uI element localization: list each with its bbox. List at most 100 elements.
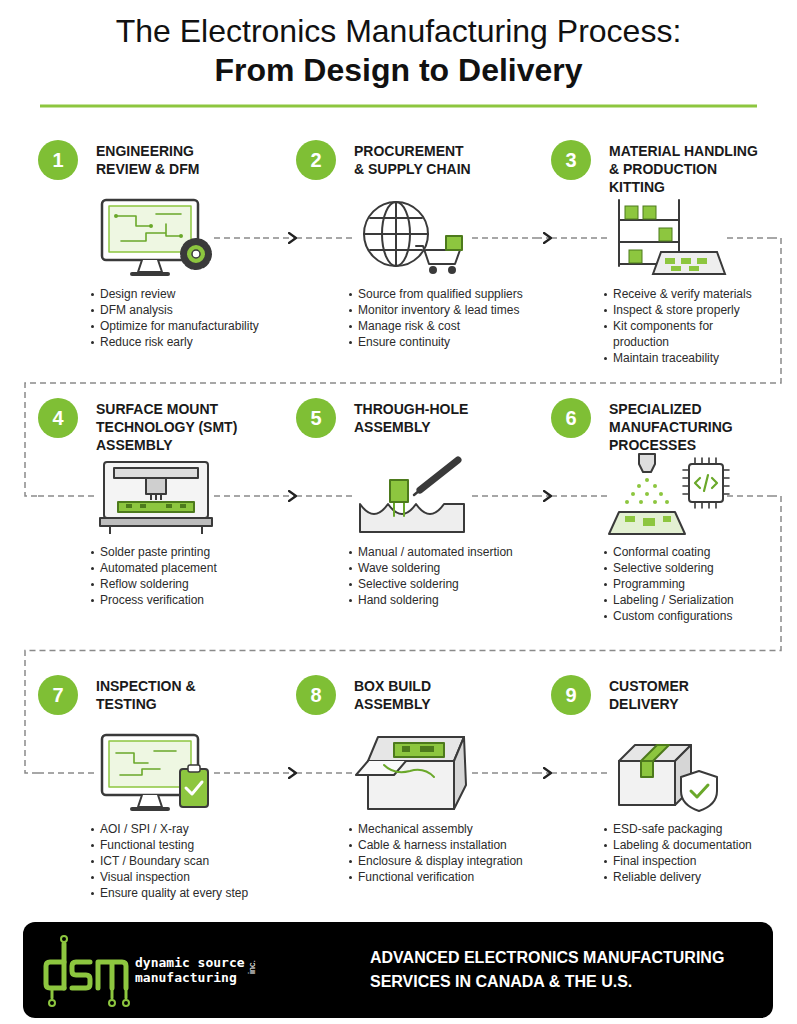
- step-bullet: Visual inspection: [100, 869, 263, 885]
- step-bullet: ESD-safe packaging: [613, 821, 771, 837]
- step-heading: SURFACE MOUNT TECHNOLOGY (SMT) ASSEMBLY: [96, 398, 246, 454]
- step-heading: PROCUREMENT & SUPPLY CHAIN: [354, 140, 476, 196]
- step-bullet: Reliable delivery: [613, 869, 771, 885]
- flow-connector: [536, 772, 551, 774]
- bullet-list: AOI / SPI / X-rayFunctional testingICT /…: [38, 821, 263, 903]
- connector-stub: [472, 772, 536, 774]
- process-step: 7 INSPECTION & TESTING AOI / SPI / X-rayFu…: [38, 675, 263, 903]
- step-bullet: Functional verification: [358, 869, 536, 885]
- step-bullet: Design review: [100, 286, 263, 302]
- globe-cart-icon: [364, 202, 462, 273]
- bullet-list: Manual / automated insertionWave solderi…: [296, 544, 536, 610]
- step-bullet: Conformal coating: [613, 544, 771, 560]
- bullet-list: Conformal coatingSelective solderingProg…: [551, 544, 771, 626]
- banner-tagline: ADVANCED ELECTRONICS MANUFACTURING SERVI…: [370, 946, 755, 994]
- step-bullet: Reflow soldering: [100, 576, 263, 592]
- step-bullet: Labeling & documentation: [613, 837, 771, 853]
- step-bullet: Ensure continuity: [358, 334, 536, 350]
- bullet-list: Mechanical assemblyCable & harness insta…: [296, 821, 536, 887]
- connector-stub: [472, 237, 536, 239]
- page-title: The Electronics Manufacturing Process:: [0, 12, 797, 50]
- step-bullet: Hand soldering: [358, 592, 536, 608]
- step-bullet: Automated placement: [100, 560, 263, 576]
- title-rule: [40, 105, 757, 108]
- flow-connector: [25, 238, 781, 496]
- step-bullet: DFM analysis: [100, 302, 263, 318]
- connector-stub: [551, 237, 607, 239]
- footer-banner: dynamic source manufacturinginc.ADVANCED…: [23, 922, 773, 1018]
- step-bullet: Custom configurations: [613, 608, 771, 624]
- flow-connector: [263, 237, 296, 239]
- step-bullet: Wave soldering: [358, 560, 536, 576]
- delivery-package-icon: [619, 745, 717, 811]
- process-step: 5THROUGH-HOLE ASSEMBLYManual / automated…: [296, 398, 536, 610]
- step-heading: BOX BUILD ASSEMBLY: [354, 675, 484, 731]
- bullet-list: Design reviewDFM analysisOptimize for ma…: [38, 286, 263, 352]
- process-step: 9 CUSTOMER DELIVERY ESD-safe packagingLabe…: [551, 675, 771, 887]
- step-bullet: Manage risk & cost: [358, 318, 536, 334]
- step-bullet: Source from qualified suppliers: [358, 286, 536, 302]
- step-bullet: Cable & harness installation: [358, 837, 536, 853]
- step-heading: CUSTOMER DELIVERY: [609, 675, 729, 731]
- step-bullet: Reduce risk early: [100, 334, 263, 350]
- step-heading: SPECIALIZED MANUFACTURING PROCESSES: [609, 398, 767, 454]
- coating-programming-icon: [609, 454, 729, 534]
- step-number: 9: [551, 675, 591, 715]
- logo-wordmark: dynamic source manufacturing: [135, 955, 253, 985]
- step-bullet: Selective soldering: [613, 560, 771, 576]
- bullet-list: Receive & verify materialsInspect & stor…: [551, 286, 771, 368]
- smt-machine-icon: [100, 462, 212, 534]
- connector-stub: [296, 772, 352, 774]
- connector-stub: [551, 495, 607, 497]
- connector-stub: [472, 495, 536, 497]
- step-bullet: Optimize for manufacturability: [100, 318, 263, 334]
- process-step: 8BOX BUILD ASSEMBLYMechanical assemblyCa…: [296, 675, 536, 887]
- step-heading: THROUGH-HOLE ASSEMBLY: [354, 398, 494, 454]
- connector-stub: [727, 495, 771, 497]
- step-bullet: Selective soldering: [358, 576, 536, 592]
- connector-stub: [551, 772, 607, 774]
- step-heading: ENGINEERING REVIEW & DFM: [96, 140, 226, 196]
- flow-connector: [263, 772, 296, 774]
- step-number: 2: [296, 140, 336, 180]
- step-bullet: Solder paste printing: [100, 544, 263, 560]
- bullet-list: ESD-safe packagingLabeling & documentati…: [551, 821, 771, 887]
- step-bullet: Enclosure & display integration: [358, 853, 536, 869]
- step-number: 1: [38, 140, 78, 180]
- process-step: 4 SURFACE MOUNT TECHNOLOGY (SMT) ASSEMBLY…: [38, 398, 263, 610]
- flow-connector: [25, 496, 781, 773]
- bullet-list: Solder paste printingAutomated placement…: [38, 544, 263, 610]
- step-bullet: Programming: [613, 576, 771, 592]
- process-step: 2 PROCUREMENT & SUPPLY CHAIN Source from q…: [296, 140, 536, 352]
- inspection-monitor-icon: [102, 735, 208, 811]
- storage-rack-icon: [619, 200, 725, 274]
- step-number: 3: [551, 140, 591, 180]
- process-step: 6 SPECIALIZED MANUFACTURING PROCESSES Conf…: [551, 398, 771, 626]
- connector-stub: [214, 772, 263, 774]
- box-build-icon: [356, 737, 466, 809]
- step-bullet: Monitor inventory & lead times: [358, 302, 536, 318]
- flow-connector: [263, 495, 296, 497]
- step-bullet: Manual / automated insertion: [358, 544, 536, 560]
- process-step: 1 ENGINEERING REVIEW & DFM Design reviewDF…: [38, 140, 263, 352]
- flow-connector: [536, 237, 551, 239]
- step-number: 6: [551, 398, 591, 438]
- step-bullet: Functional testing: [100, 837, 263, 853]
- connector-stub: [38, 495, 94, 497]
- connector-stub: [214, 237, 263, 239]
- banner-ground: [23, 922, 773, 1018]
- design-monitor-icon: [102, 200, 209, 276]
- step-number: 7: [38, 675, 78, 715]
- connector-stub: [38, 772, 94, 774]
- step-heading: INSPECTION & TESTING: [96, 675, 226, 731]
- step-heading: MATERIAL HANDLING & PRODUCTION KITTING: [609, 140, 767, 196]
- step-bullet: Labeling / Serialization: [613, 592, 771, 608]
- step-bullet: Process verification: [100, 592, 263, 608]
- bullet-list: Source from qualified suppliersMonitor i…: [296, 286, 536, 352]
- connector-stub: [296, 237, 352, 239]
- step-bullet: Mechanical assembly: [358, 821, 536, 837]
- step-bullet: ICT / Boundary scan: [100, 853, 263, 869]
- step-bullet: Maintain traceability: [613, 350, 771, 366]
- process-step: 3 MATERIAL HANDLING & PRODUCTION KITTING R…: [551, 140, 771, 368]
- step-number: 4: [38, 398, 78, 438]
